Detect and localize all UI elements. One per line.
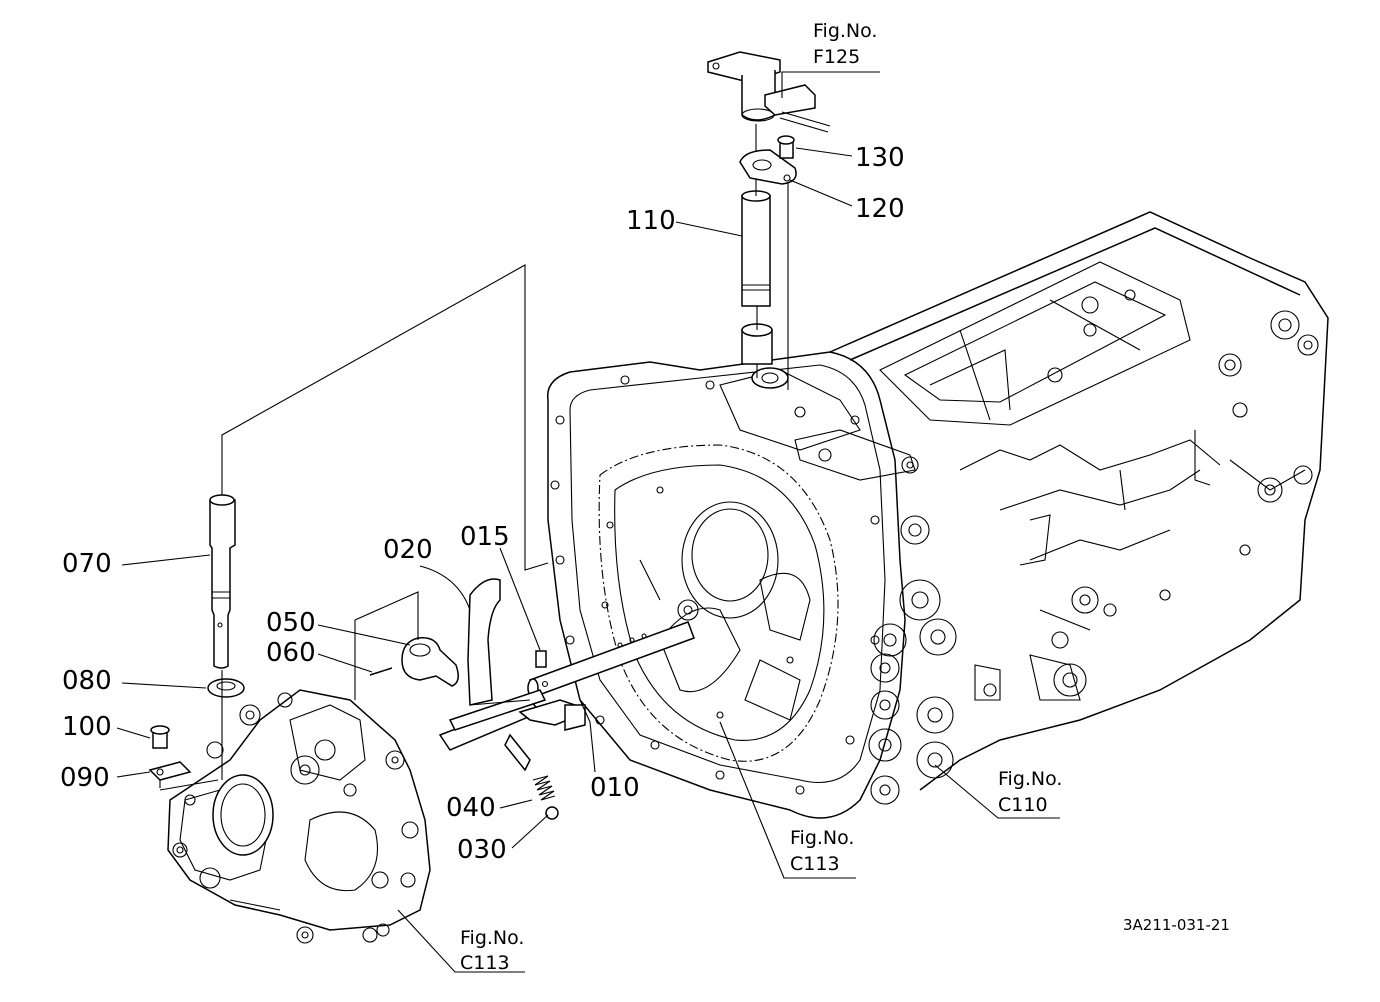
- figure-ref-prefix: Fig.No.: [998, 768, 1062, 790]
- callout-leaders: [116, 71, 1060, 973]
- part-label-010: 010: [590, 773, 640, 803]
- shaft-and-seal: [207, 494, 245, 698]
- part-label-090: 090: [60, 763, 110, 793]
- figure-ref-number: C113: [790, 853, 840, 875]
- drawing-code: 3A211-031-21: [1123, 916, 1230, 934]
- shift-lever-assembly: [707, 51, 831, 390]
- part-label-110: 110: [626, 206, 676, 236]
- figure-ref-prefix: Fig.No.: [813, 20, 877, 42]
- part-label-130: 130: [855, 143, 905, 173]
- figure-reference-c113-left: Fig.No. C113: [460, 927, 524, 974]
- front-cover: [167, 689, 431, 944]
- figure-reference-c113-right: Fig.No. C113: [790, 827, 854, 875]
- part-label-100: 100: [62, 712, 112, 742]
- clutch-housing: [546, 351, 957, 819]
- part-label-120: 120: [855, 194, 905, 224]
- part-label-080: 080: [62, 666, 112, 696]
- transmission-case: [829, 211, 1329, 791]
- part-label-040: 040: [446, 793, 496, 823]
- part-label-030: 030: [457, 835, 507, 865]
- figure-reference-f125: Fig.No. F125: [813, 20, 877, 68]
- part-labels: 010 015 020 030 040 050 060 070 080 090 …: [60, 143, 905, 865]
- shift-fork: [438, 578, 586, 772]
- assembly-lines: [159, 264, 549, 791]
- part-label-060: 060: [266, 638, 316, 668]
- figure-ref-number: C113: [460, 952, 510, 974]
- housing-bosses: [868, 515, 957, 805]
- spring-and-ball: [532, 775, 559, 820]
- shift-rod: [527, 621, 695, 698]
- figure-ref-prefix: Fig.No.: [790, 827, 854, 849]
- part-label-070: 070: [62, 549, 112, 579]
- figure-ref-number: F125: [813, 46, 860, 68]
- figure-ref-prefix: Fig.No.: [460, 927, 524, 949]
- shift-arm: [369, 637, 459, 687]
- bolt-and-plate: [148, 725, 192, 788]
- part-label-020: 020: [383, 535, 433, 565]
- part-label-015: 015: [460, 522, 510, 552]
- figure-ref-number: C110: [998, 794, 1048, 816]
- part-label-050: 050: [266, 608, 316, 638]
- figure-reference-c110: Fig.No. C110: [998, 768, 1062, 816]
